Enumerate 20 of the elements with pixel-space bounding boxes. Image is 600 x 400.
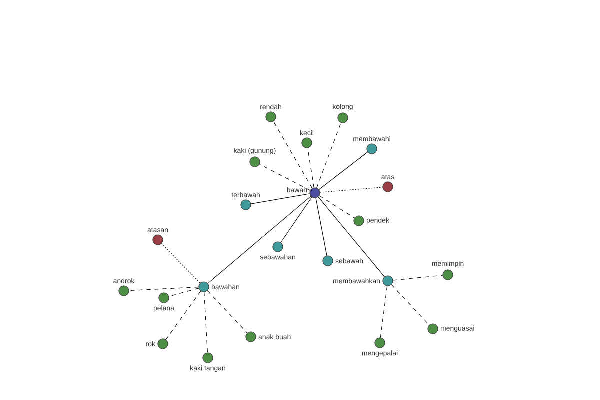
connector-line [320, 187, 384, 193]
connector-line [318, 152, 368, 190]
connector-line [391, 284, 430, 326]
connector-line [129, 286, 200, 292]
connector-line [380, 286, 388, 338]
connector-line [161, 243, 201, 284]
connector-line [207, 290, 248, 334]
connector-line [280, 197, 312, 243]
connector-line [316, 122, 342, 188]
connector-line [208, 196, 312, 284]
connector-line [204, 292, 208, 353]
connector-line [319, 196, 355, 218]
connector-line [250, 194, 310, 204]
connector-line [259, 164, 311, 191]
connector-line [392, 275, 444, 281]
connector-line [273, 121, 313, 189]
connector-line [318, 196, 385, 278]
connector-line [166, 291, 202, 340]
connector-line [308, 148, 314, 188]
connector-line [316, 198, 328, 256]
